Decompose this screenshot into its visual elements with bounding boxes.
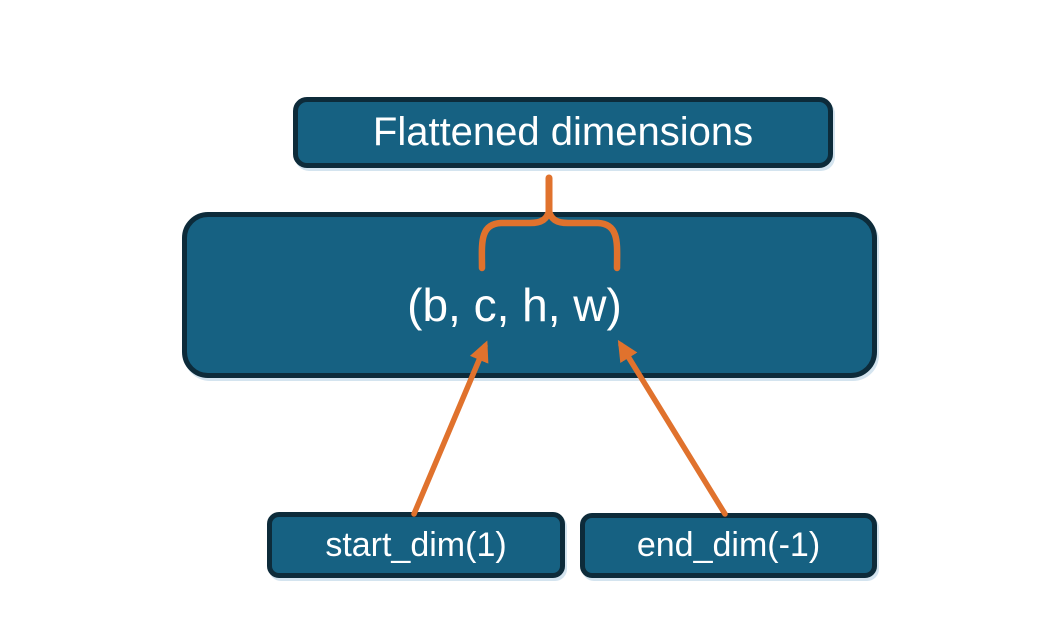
start-dim-label: start_dim(1) bbox=[325, 525, 507, 564]
start-dim-box: start_dim(1) bbox=[267, 512, 565, 578]
tensor-shape-label: (b, c, h, w) bbox=[407, 279, 622, 331]
flattened-dimensions-label: Flattened dimensions bbox=[372, 110, 754, 154]
tensor-shape-box: (b, c, h, w) bbox=[182, 212, 877, 378]
flattened-dimensions-box: Flattened dimensions bbox=[293, 97, 833, 168]
end-dim-box: end_dim(-1) bbox=[580, 513, 877, 578]
end-dim-label: end_dim(-1) bbox=[636, 526, 821, 564]
